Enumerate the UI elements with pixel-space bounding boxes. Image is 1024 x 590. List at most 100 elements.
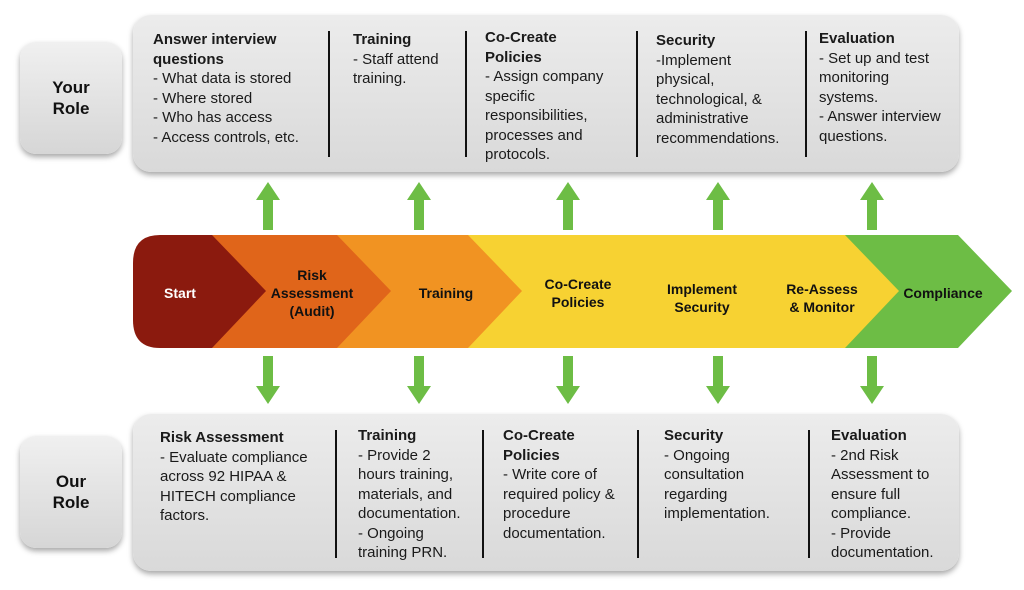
column-text: documentation. [503, 524, 606, 542]
column-heading: Policies [485, 48, 542, 66]
down-arrow-icon [556, 356, 580, 404]
column-divider [636, 31, 638, 157]
column-text: hours training, [358, 466, 454, 483]
column-text: procedure [503, 505, 571, 522]
column-text: Assessment to [831, 466, 930, 483]
your-role-col-evaluation: Evaluation - Set up and test monitoring … [819, 29, 941, 146]
column-text: factors. [160, 507, 210, 524]
down-arrow-icon [407, 356, 431, 404]
your-role-label-line: Your [52, 78, 90, 97]
column-text: - Evaluate compliance [160, 448, 308, 466]
column-heading: Evaluation [831, 427, 907, 444]
your-role-col-policies: Co-Create Policies - Assign company spec… [485, 28, 603, 165]
column-heading: Answer interview [153, 31, 277, 48]
your-role-panel: Answer interview questions - What data i… [133, 15, 959, 172]
our-role-panel: Risk Assessment - Evaluate compliance ac… [133, 414, 959, 571]
column-text: implementation. [664, 505, 770, 522]
stage-shape-start [133, 235, 266, 348]
column-text: - Answer interview [819, 108, 941, 125]
stage-label-line: Start [164, 285, 196, 301]
column-text: - What data is stored [153, 70, 292, 87]
column-heading: Security [664, 427, 724, 444]
stage-training: Training [405, 284, 487, 302]
stage-label-line: (Audit) [289, 303, 335, 319]
column-heading: Security [656, 32, 716, 49]
column-text: - Provide 2 [358, 446, 431, 464]
column-text: HITECH compliance [160, 487, 296, 505]
column-text: consultation [664, 466, 745, 483]
stage-implement-security: Implement Security [652, 280, 752, 316]
column-text: protocols. [485, 146, 551, 163]
column-heading: Evaluation [819, 30, 895, 47]
your-role-col-security: Security -Implement physical, technologi… [656, 31, 779, 148]
stage-risk-assessment: Risk Assessment (Audit) [262, 266, 362, 320]
up-arrow-icon [860, 182, 884, 230]
your-role-col-training: Training - Staff attend training. [353, 30, 439, 89]
our-role-col-evaluation: Evaluation - 2nd Risk Assessment to ensu… [831, 426, 934, 563]
column-divider [465, 31, 467, 157]
stage-label-line: Security [674, 299, 730, 315]
column-text: - Access controls, etc. [153, 128, 299, 146]
column-text: - Ongoing [664, 446, 730, 464]
column-divider [335, 430, 337, 558]
column-text: - Staff attend [353, 50, 439, 68]
column-text: regarding [664, 485, 728, 503]
column-heading: Co-Create [485, 29, 557, 46]
column-text: ensure full [831, 485, 901, 503]
column-text: responsibilities, [485, 107, 588, 124]
column-text: training PRN. [358, 544, 448, 561]
down-arrow-icon [706, 356, 730, 404]
our-role-label-line: Our [55, 472, 87, 491]
column-text: - 2nd Risk [831, 446, 899, 464]
column-text: - Ongoing [358, 524, 424, 542]
stage-label-line: Policies [551, 294, 605, 310]
column-text: specific [485, 87, 536, 105]
column-divider [805, 31, 807, 157]
column-text: documentation. [358, 505, 461, 522]
our-role-col-risk-assessment: Risk Assessment - Evaluate compliance ac… [160, 428, 308, 526]
our-role-col-training: Training - Provide 2 hours training, mat… [358, 426, 461, 563]
column-text: - Assign company [485, 68, 604, 85]
column-heading: Training [358, 427, 417, 444]
our-role-col-security: Security - Ongoing consultation regardin… [664, 426, 770, 524]
stage-label-line: & Monitor [789, 299, 855, 315]
our-role-label-line: Role [52, 493, 90, 512]
column-text: administrative [656, 110, 749, 127]
stage-compliance: Compliance [890, 284, 996, 302]
column-heading: questions [153, 50, 224, 68]
column-text: compliance. [831, 505, 912, 522]
up-arrow-icon [706, 182, 730, 230]
column-text: - Who has access [153, 109, 273, 126]
column-text: required policy & [503, 485, 615, 503]
stage-start: Start [150, 284, 210, 302]
column-divider [637, 430, 639, 558]
column-text: monitoring [819, 69, 890, 86]
column-divider [482, 430, 484, 558]
our-role-tab: Our Role [20, 436, 122, 548]
column-heading: Policies [503, 446, 560, 464]
stage-label-line: Implement [666, 281, 737, 297]
your-role-tab: Your Role [20, 42, 122, 154]
stage-label-line: Re-Assess [786, 281, 858, 297]
stage-co-create-policies: Co-Create Policies [530, 275, 626, 311]
our-role-col-policies: Co-Create Policies - Write core of requi… [503, 426, 615, 543]
your-role-col-interview: Answer interview questions - What data i… [153, 30, 299, 147]
column-text: materials, and [358, 485, 453, 503]
column-text: documentation. [831, 544, 934, 561]
column-divider [808, 430, 810, 558]
up-arrow-icon [556, 182, 580, 230]
column-text: -Implement [656, 51, 732, 69]
column-text: physical, [656, 71, 715, 88]
column-heading: Risk Assessment [160, 429, 284, 446]
stage-shape-reassess [640, 235, 899, 348]
stage-label-line: Training [418, 285, 474, 301]
column-text: training. [353, 70, 407, 87]
column-text: across 92 HIPAA & [160, 468, 287, 485]
column-text: - Set up and test [819, 49, 930, 67]
stage-label-line: Risk [297, 267, 327, 283]
column-text: systems. [819, 88, 879, 106]
up-arrow-icon [256, 182, 280, 230]
column-divider [328, 31, 330, 157]
stage-label-line: Compliance [903, 285, 983, 301]
stage-shape-training [333, 235, 522, 348]
